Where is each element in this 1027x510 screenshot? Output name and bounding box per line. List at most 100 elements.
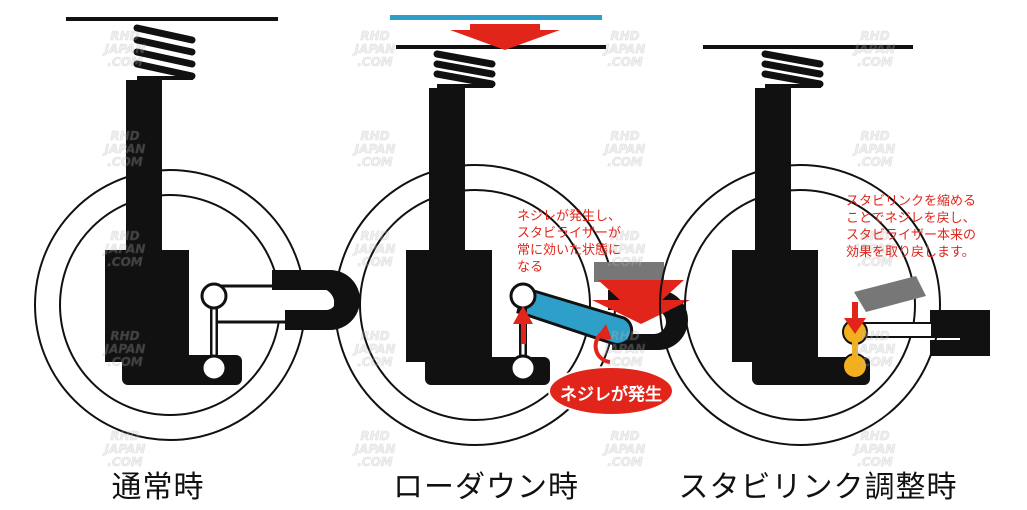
svg-text:JAPAN: JAPAN <box>103 242 146 256</box>
svg-text:RHD: RHD <box>360 329 389 343</box>
svg-text:RHD: RHD <box>360 229 389 243</box>
caption-normal: 通常時 <box>111 470 205 505</box>
caption-adjust: スタビリンク調整時 <box>678 470 958 505</box>
shock-absorber-adjust <box>732 84 870 385</box>
svg-text:.COM: .COM <box>107 55 143 69</box>
svg-text:RHD: RHD <box>110 329 139 343</box>
svg-text:JAPAN: JAPAN <box>603 442 646 456</box>
svg-text:.COM: .COM <box>607 255 643 269</box>
svg-text:RHD: RHD <box>860 29 889 43</box>
svg-text:RHD: RHD <box>610 429 639 443</box>
svg-text:RHD: RHD <box>110 429 139 443</box>
svg-text:JAPAN: JAPAN <box>353 42 396 56</box>
twist-badge-label: ネジレが発生 <box>560 385 662 405</box>
svg-text:JAPAN: JAPAN <box>603 42 646 56</box>
svg-text:.COM: .COM <box>357 355 393 369</box>
svg-text:JAPAN: JAPAN <box>853 42 896 56</box>
svg-text:JAPAN: JAPAN <box>353 242 396 256</box>
svg-text:.COM: .COM <box>857 155 893 169</box>
svg-text:.COM: .COM <box>857 255 893 269</box>
svg-text:RHD: RHD <box>860 229 889 243</box>
svg-text:.COM: .COM <box>107 355 143 369</box>
down-arrow-icon <box>450 24 560 50</box>
note-lowdown: ネジレが発生し、 スタビライザーが 常に効いた状態に なる <box>517 209 622 275</box>
svg-text:RHD: RHD <box>110 129 139 143</box>
svg-text:.COM: .COM <box>107 155 143 169</box>
svg-text:JAPAN: JAPAN <box>353 342 396 356</box>
spring-normal <box>133 24 196 80</box>
svg-text:JAPAN: JAPAN <box>353 142 396 156</box>
panel-lowdown <box>334 15 690 446</box>
svg-text:JAPAN: JAPAN <box>603 242 646 256</box>
twist-badge <box>548 366 674 416</box>
svg-text:.COM: .COM <box>357 155 393 169</box>
svg-text:.COM: .COM <box>857 355 893 369</box>
spring-adjust <box>761 50 824 88</box>
svg-text:.COM: .COM <box>357 55 393 69</box>
watermark-layer: RHDJAPAN.COMRHDJAPAN.COMRHDJAPAN.COMRHDJ… <box>102 29 896 470</box>
svg-text:JAPAN: JAPAN <box>103 342 146 356</box>
svg-text:RHD: RHD <box>360 29 389 43</box>
panel-adjust <box>659 45 990 446</box>
shock-absorber-normal <box>105 76 242 385</box>
svg-text:JAPAN: JAPAN <box>853 442 896 456</box>
svg-text:JAPAN: JAPAN <box>353 442 396 456</box>
red-down-arrow-icon <box>592 280 690 324</box>
shock-absorber-lowdown <box>406 84 550 385</box>
svg-text:.COM: .COM <box>857 455 893 469</box>
svg-text:JAPAN: JAPAN <box>103 442 146 456</box>
svg-text:.COM: .COM <box>857 55 893 69</box>
svg-text:JAPAN: JAPAN <box>103 42 146 56</box>
svg-text:JAPAN: JAPAN <box>603 342 646 356</box>
curved-arrow-icon <box>593 324 612 364</box>
svg-text:.COM: .COM <box>607 55 643 69</box>
svg-text:RHD: RHD <box>610 29 639 43</box>
up-arrow-icon <box>513 306 533 344</box>
note-adjust: スタビリンクを縮める ことでネジレを戻し、 スタビライザー本来の 効果を取り戻し… <box>846 194 977 260</box>
caption-lowdown: ローダウン時 <box>393 470 579 505</box>
svg-text:RHD: RHD <box>860 329 889 343</box>
down-small-arrow-icon <box>844 302 866 334</box>
body-plate-normal <box>66 17 278 21</box>
svg-text:RHD: RHD <box>610 329 639 343</box>
wheel-adjust <box>659 164 941 446</box>
lowered-ride-height-line <box>390 15 602 20</box>
panel-normal <box>34 17 360 441</box>
spring-lowdown <box>433 50 496 88</box>
stabilizer-link-normal <box>200 282 228 382</box>
svg-text:.COM: .COM <box>607 455 643 469</box>
svg-text:JAPAN: JAPAN <box>603 142 646 156</box>
svg-text:RHD: RHD <box>610 129 639 143</box>
svg-text:RHD: RHD <box>110 229 139 243</box>
svg-text:RHD: RHD <box>610 229 639 243</box>
svg-text:RHD: RHD <box>860 129 889 143</box>
body-plate-adjust <box>703 45 913 49</box>
svg-text:.COM: .COM <box>607 355 643 369</box>
svg-text:.COM: .COM <box>607 155 643 169</box>
svg-text:.COM: .COM <box>107 255 143 269</box>
svg-text:RHD: RHD <box>110 29 139 43</box>
svg-text:RHD: RHD <box>860 429 889 443</box>
svg-text:RHD: RHD <box>360 429 389 443</box>
svg-text:.COM: .COM <box>357 255 393 269</box>
svg-text:JAPAN: JAPAN <box>103 142 146 156</box>
svg-text:.COM: .COM <box>107 455 143 469</box>
